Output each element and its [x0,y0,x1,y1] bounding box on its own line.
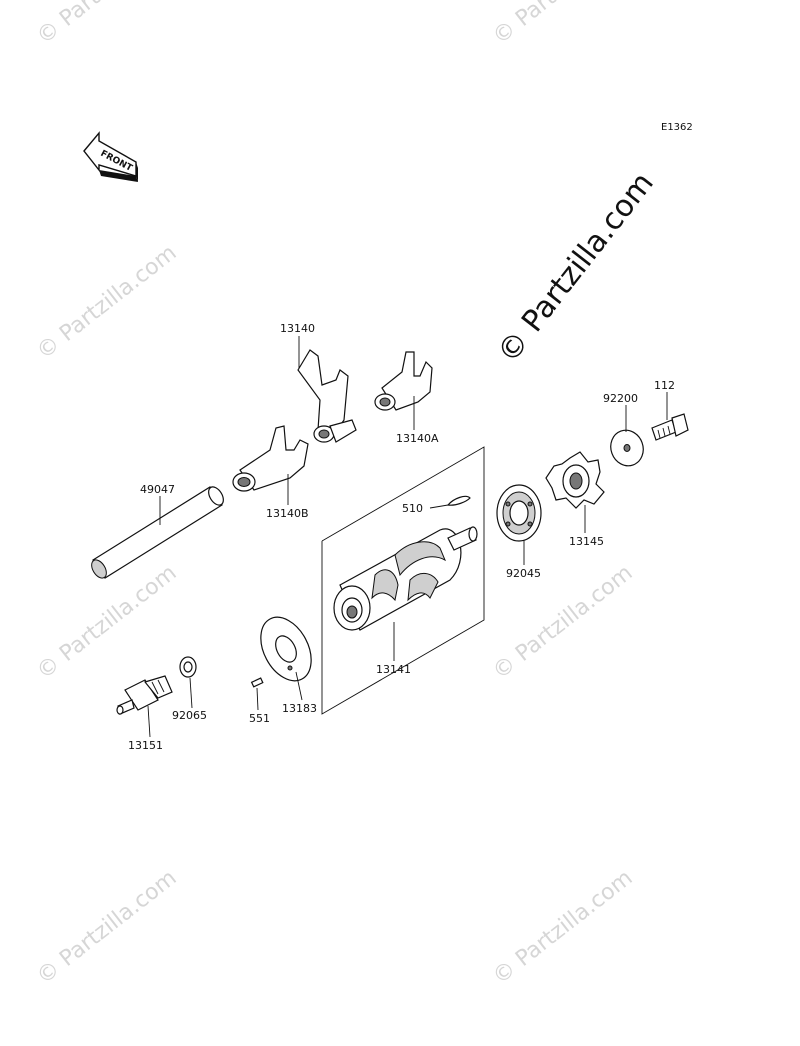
part-label-13140[interactable]: 13140 [280,322,315,335]
leader-lines [147,336,668,738]
part-label-13183[interactable]: 13183 [282,702,317,715]
drum-group-bracket [321,446,485,715]
neutral-switch-13151 [116,675,173,715]
bearing-92045 [496,484,542,542]
watermark: © Partzilla.com [32,866,181,990]
part-label-13140A[interactable]: 13140A [396,432,439,445]
diagram-code: E1362 [661,122,693,133]
front-arrow-icon: FRONT [83,131,138,182]
shift-drum-13141 [333,526,478,631]
shift-rod-49047 [91,486,224,579]
washer-92065 [179,656,197,678]
part-label-92200[interactable]: 92200 [603,392,638,405]
part-label-551[interactable]: 551 [249,712,270,725]
shift-fork-13140A [374,351,433,411]
plate-13183 [260,616,312,682]
part-label-13145[interactable]: 13145 [569,535,604,548]
part-label-112[interactable]: 112 [654,379,675,392]
watermark: © Partzilla.com [488,0,637,50]
part-label-92045[interactable]: 92045 [506,567,541,580]
watermark: © Partzilla.com [32,0,181,50]
part-label-49047[interactable]: 49047 [140,483,175,496]
shift-fork-13140B [232,425,309,492]
part-labels: 13140 13140A 13140B 49047 510 92045 1314… [128,322,675,752]
watermark-main: © Partzilla.com [491,166,661,370]
washer-92200 [610,429,644,467]
shift-fork-13140 [297,349,357,443]
part-label-13151[interactable]: 13151 [128,739,163,752]
pin-510 [446,495,471,506]
bolt-112 [651,413,689,441]
watermark: © Partzilla.com [32,241,181,365]
part-label-13140B[interactable]: 13140B [266,507,309,520]
part-label-13141[interactable]: 13141 [376,663,411,676]
watermark: © Partzilla.com [32,561,181,685]
pin-551 [250,677,264,688]
drum-cam-13145 [545,451,605,509]
part-label-92065[interactable]: 92065 [172,709,207,722]
watermark: © Partzilla.com [488,866,637,990]
part-label-510[interactable]: 510 [402,502,423,515]
